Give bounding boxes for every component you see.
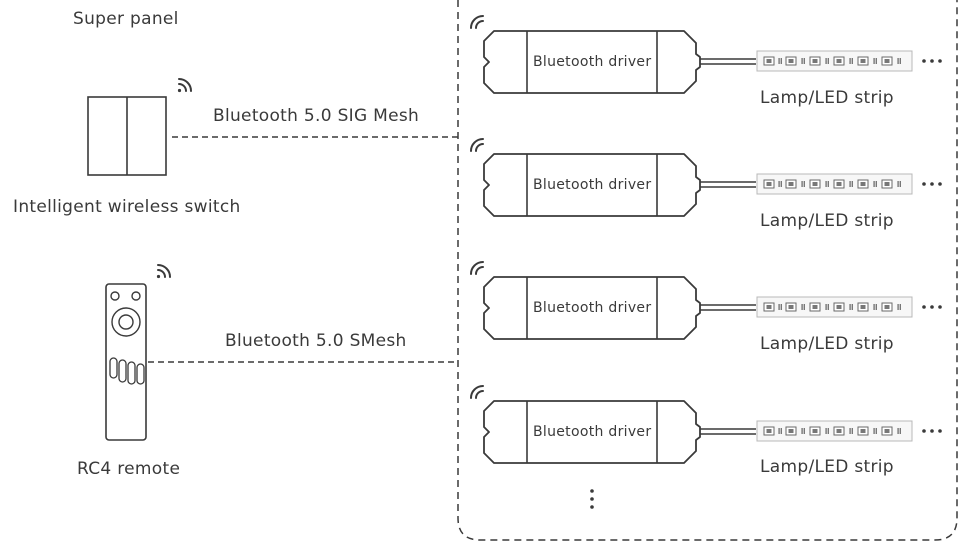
ellipsis-icon	[922, 182, 942, 186]
led-strip	[756, 50, 913, 72]
driver-label: Bluetooth driver	[533, 300, 652, 316]
wireless-signal-icon	[470, 15, 484, 29]
rc4-remote-icon	[105, 283, 147, 441]
super-panel-boundary	[457, 0, 958, 541]
switch-caption: Intelligent wireless switch	[13, 197, 241, 217]
strip-label: Lamp/LED strip	[760, 211, 894, 231]
driver-row-4	[470, 385, 942, 464]
driver-label: Bluetooth driver	[533, 424, 652, 440]
remote-caption: RC4 remote	[77, 459, 181, 479]
ellipsis-icon	[922, 59, 942, 63]
vertical-ellipsis-icon	[590, 489, 594, 509]
wireless-switch-icon	[87, 96, 167, 176]
wireless-signal-icon	[470, 261, 484, 275]
ellipsis-icon	[922, 429, 942, 433]
led-strip	[756, 420, 913, 442]
remote-link-label: Bluetooth 5.0 SMesh	[225, 331, 407, 351]
led-strip	[756, 173, 913, 195]
led-strip	[756, 296, 913, 318]
ellipsis-icon	[922, 305, 942, 309]
driver-label: Bluetooth driver	[533, 177, 652, 193]
wireless-signal-icon	[470, 385, 484, 399]
strip-label: Lamp/LED strip	[760, 88, 894, 108]
wireless-signal-icon	[176, 78, 192, 94]
driver-row-1	[470, 15, 942, 94]
driver-row-3	[470, 261, 942, 340]
switch-link-label: Bluetooth 5.0 SIG Mesh	[213, 106, 420, 126]
driver-label: Bluetooth driver	[533, 54, 652, 70]
driver-row-2	[470, 138, 942, 217]
wireless-signal-icon	[470, 138, 484, 152]
strip-label: Lamp/LED strip	[760, 457, 894, 477]
wireless-signal-icon	[155, 264, 171, 280]
strip-label: Lamp/LED strip	[760, 334, 894, 354]
super-panel-label: Super panel	[73, 9, 179, 29]
